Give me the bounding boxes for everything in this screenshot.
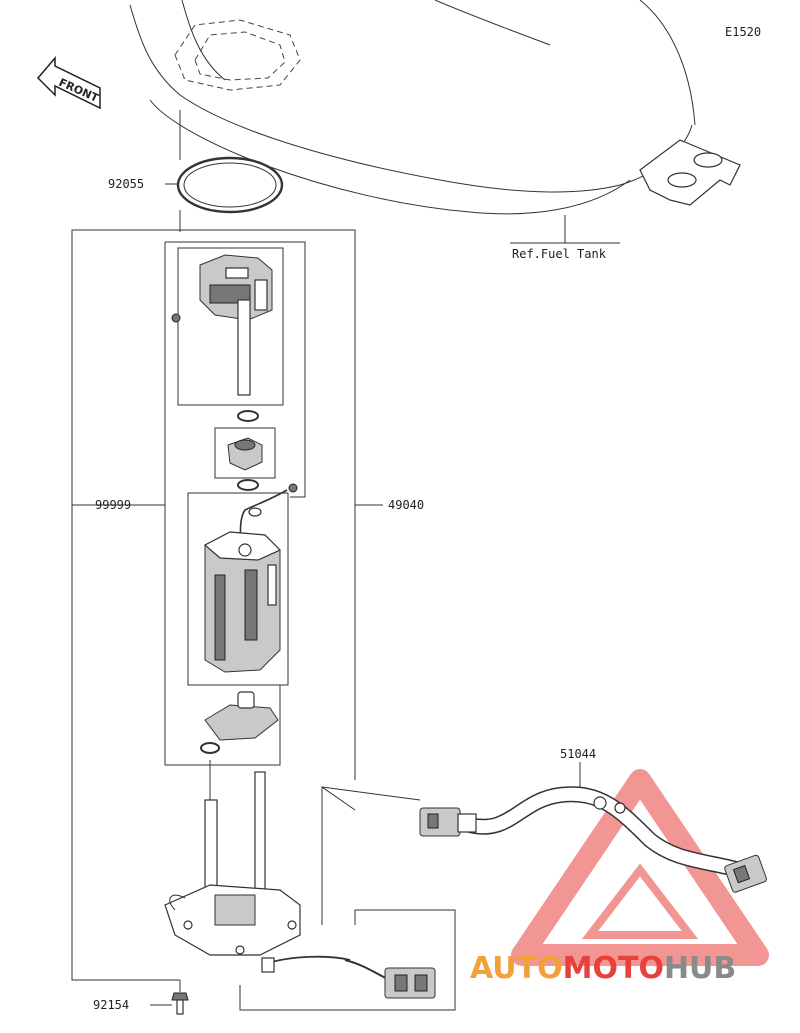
pressure-regulator	[227, 437, 263, 471]
fuel-level-sender	[171, 254, 273, 396]
pump-mounting-plate	[164, 771, 301, 956]
fuel-hose-51044	[419, 786, 767, 893]
part-label-49040: 49040	[388, 498, 424, 512]
fuel-pump	[203, 531, 282, 673]
watermark-text: AUTOMOTOHUB	[470, 951, 736, 986]
watermark-auto: AUTO	[470, 951, 563, 986]
part-label-99999: 99999	[95, 498, 131, 512]
fuel-tank	[129, 0, 741, 215]
part-label-92154: 92154	[93, 998, 129, 1012]
diagram-code: E1520	[725, 25, 761, 39]
part-label-92055: 92055	[108, 177, 144, 191]
pump-filter-cap	[204, 691, 279, 741]
watermark-hub: HUB	[664, 951, 736, 986]
part-label-51044: 51044	[560, 747, 596, 761]
wiring-connector	[384, 967, 436, 999]
gasket-ring	[176, 156, 284, 214]
watermark-moto: MOTO	[563, 951, 664, 986]
front-arrow-icon: FRONT	[36, 55, 101, 110]
bolt-icon	[171, 992, 189, 1015]
ref-fuel-tank-label: Ref.Fuel Tank	[512, 247, 607, 261]
